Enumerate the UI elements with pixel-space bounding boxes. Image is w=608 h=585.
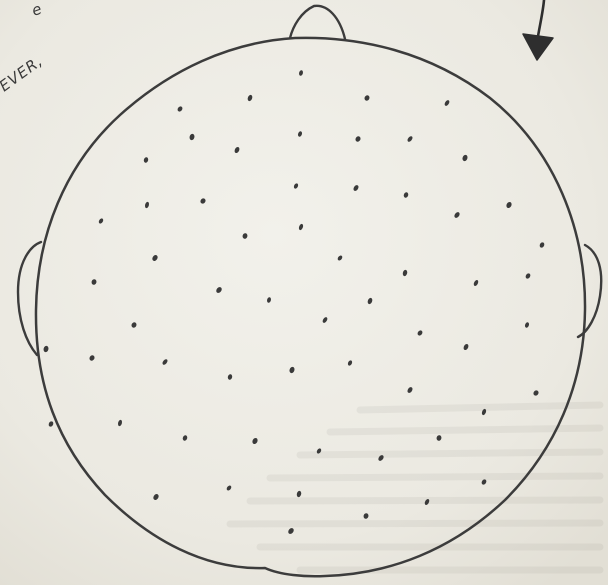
sketch-canvas: e EVER, — [0, 0, 608, 585]
head-sketch-svg: e EVER, — [0, 0, 608, 585]
